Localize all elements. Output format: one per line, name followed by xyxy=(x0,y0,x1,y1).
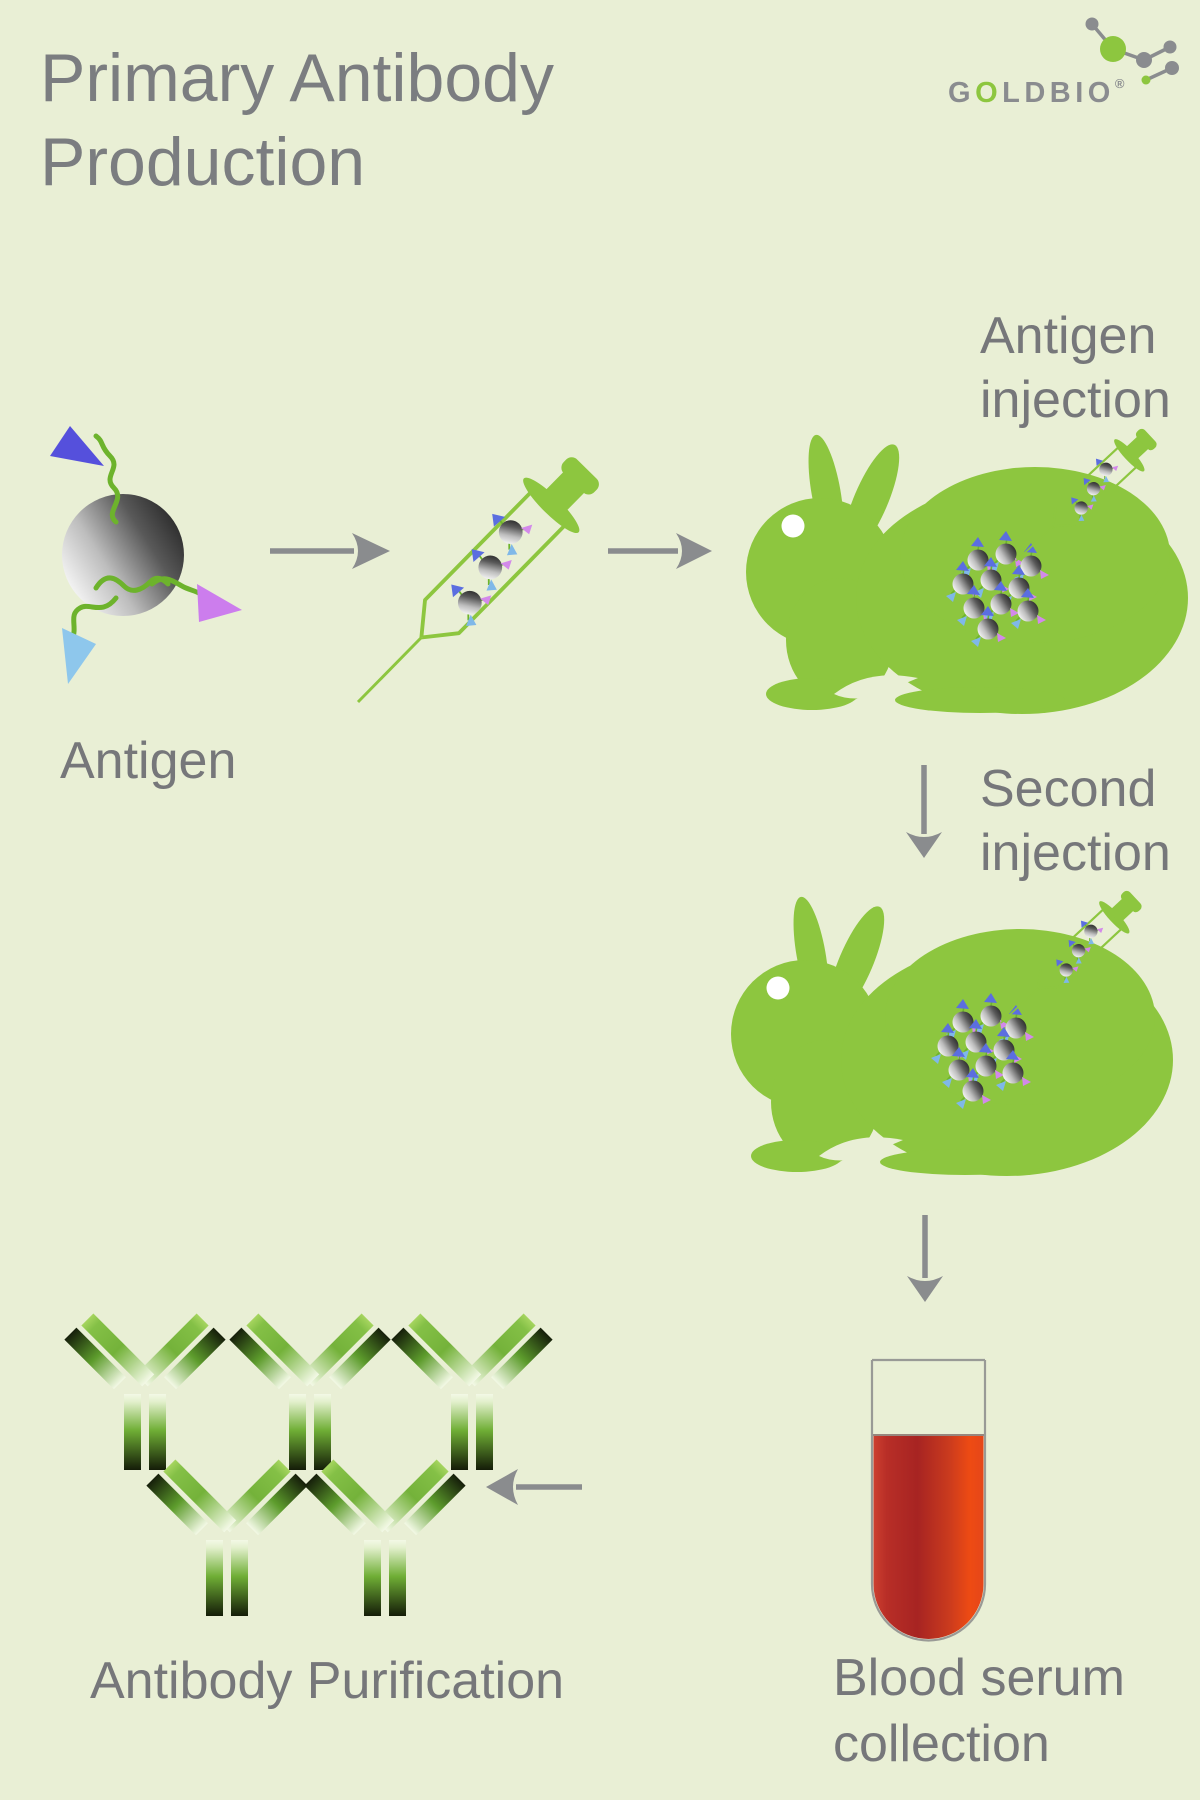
epitope-purple-triangle xyxy=(197,584,242,622)
arrow-left-icon xyxy=(486,1469,582,1505)
rabbit-step-2 xyxy=(731,882,1173,1176)
antigen-label: Antigen xyxy=(60,732,237,790)
logo-letter-green-o: O xyxy=(975,77,1003,109)
arrow-down-icon-1 xyxy=(906,765,942,858)
logo-letter: G xyxy=(948,77,976,109)
logo-letter-o: O xyxy=(1087,77,1115,109)
blood-serum-fill xyxy=(873,1435,984,1639)
logo-letters: LDBI xyxy=(1002,77,1088,109)
arrow-right-icon-1 xyxy=(270,533,390,569)
antibody-icon-2 xyxy=(229,1312,391,1470)
epitope-lightblue-triangle xyxy=(62,628,96,684)
antibody-icon-5 xyxy=(304,1458,466,1616)
rabbit-step-1 xyxy=(746,420,1188,714)
arrow-down-icon-2 xyxy=(907,1215,943,1302)
antibody-icon-3 xyxy=(391,1312,553,1470)
goldbio-logo: GOLDBIO® xyxy=(948,66,1124,111)
antibody-icon-4 xyxy=(146,1458,308,1616)
antigen-icon xyxy=(50,426,242,684)
antibody-purification-label: Antibody Purification xyxy=(90,1652,565,1710)
antigen-sphere xyxy=(62,494,184,616)
syringe-icon-large xyxy=(331,442,615,729)
antibody-icon-1 xyxy=(64,1312,226,1470)
epitope-blue-triangle xyxy=(50,426,104,466)
test-tube-icon xyxy=(870,1358,987,1642)
page-title: Primary Antibody Production xyxy=(40,40,554,200)
logo-molecule-icon xyxy=(1085,17,1179,85)
antigen-injection-label: Antigen injection xyxy=(980,307,1171,429)
blood-serum-collection-label: Blood serum collection xyxy=(833,1649,1125,1773)
arrow-right-icon-2 xyxy=(608,533,712,569)
registered-mark: ® xyxy=(1114,76,1125,91)
second-injection-label: Second injection xyxy=(980,760,1171,882)
